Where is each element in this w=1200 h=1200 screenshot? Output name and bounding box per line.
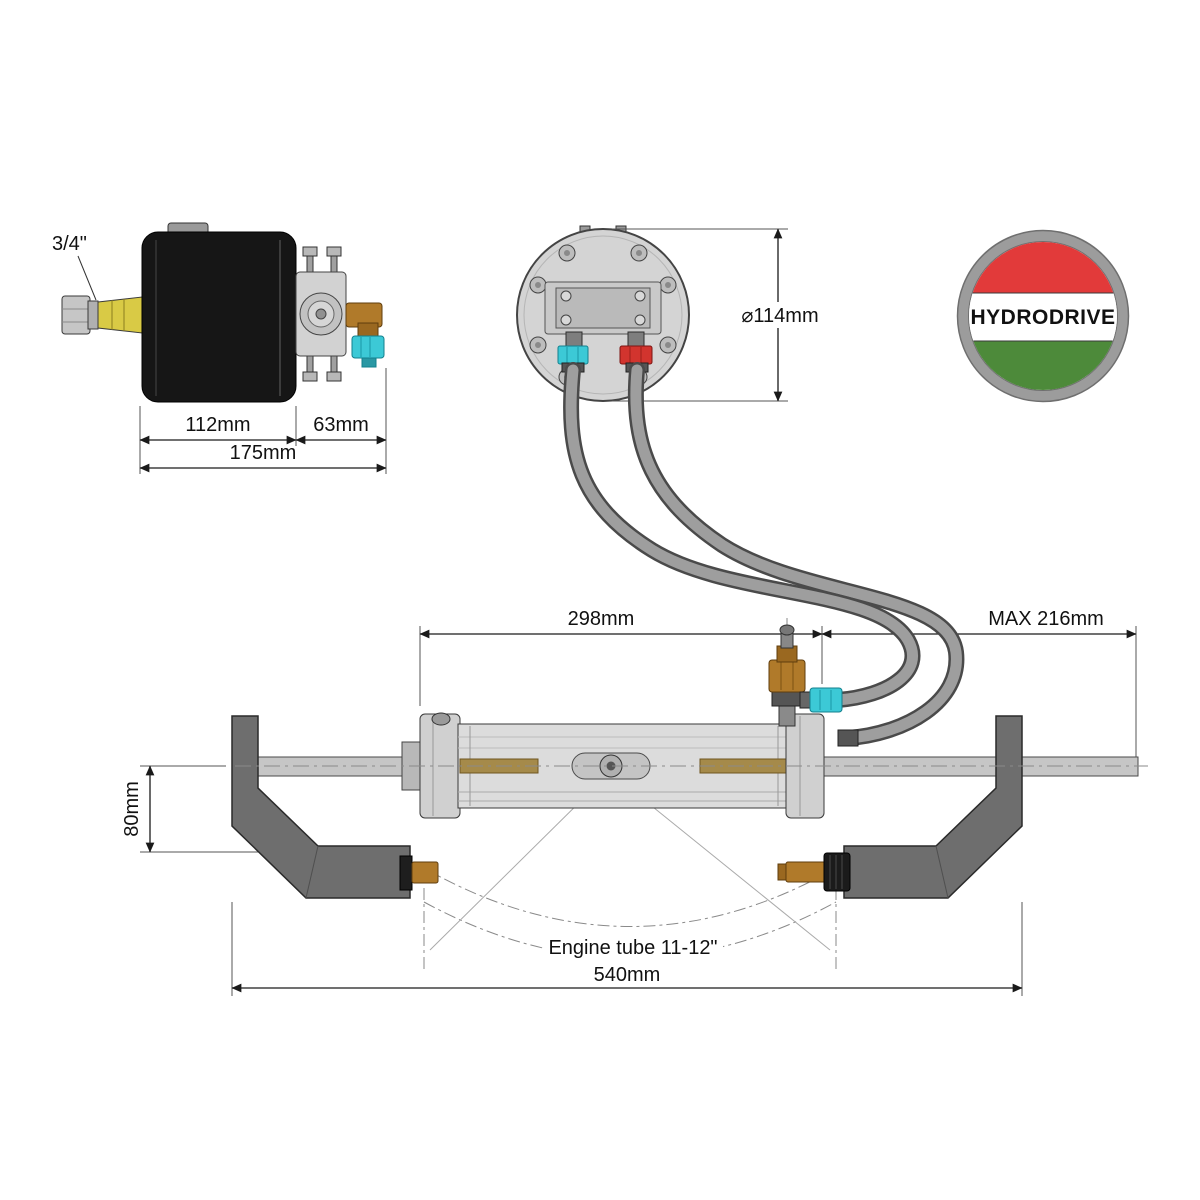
cylinder-cyan-fitting — [799, 687, 843, 713]
side-view-dimensions — [77, 255, 387, 474]
helm-pump-side-view — [61, 222, 387, 474]
dim-diameter-label: ⌀114mm — [741, 305, 818, 327]
bleed-valve — [768, 624, 806, 727]
right-mount-bracket — [777, 715, 1023, 899]
brass-elbow-fitting — [345, 302, 383, 338]
dim-max-stroke-label: MAX 216mm — [988, 608, 1104, 630]
logo-brand-text: HYDRODRIVE — [970, 306, 1115, 329]
dim-total-length-label: 175mm — [230, 442, 297, 464]
mount-plate — [295, 246, 347, 382]
engine-tube-label: Engine tube 11-12" — [548, 937, 717, 959]
labels: 3/4" 112mm 63mm 175mm ⌀114mm HYDRODRIVE … — [52, 233, 1115, 986]
shaft-hex-nut-icon — [61, 295, 99, 335]
dim-body-length-label: 112mm — [185, 414, 250, 436]
left-mount-bracket — [231, 715, 439, 899]
helm-rear-view — [516, 225, 788, 402]
cylinder-assembly — [231, 624, 1139, 899]
dim-overall-width-label: 540mm — [594, 964, 661, 986]
hydrodrive-logo — [956, 229, 1130, 403]
steering-shaft — [97, 296, 143, 334]
dim-bracket-height-label: 80mm — [121, 781, 143, 837]
pump-body — [141, 222, 297, 403]
logo-stripe-white — [969, 293, 1117, 341]
hydraulic-hoses — [563, 362, 965, 746]
knurled-knob-icon — [823, 852, 851, 892]
dim-cylinder-length-label: 298mm — [568, 608, 635, 630]
helm-center-manifold — [544, 281, 662, 357]
shaft-size-label: 3/4" — [52, 233, 87, 255]
dim-fitting-length-label: 63mm — [313, 414, 369, 436]
cyan-fitting-side — [351, 335, 385, 368]
hose-end-fitting — [837, 729, 859, 747]
